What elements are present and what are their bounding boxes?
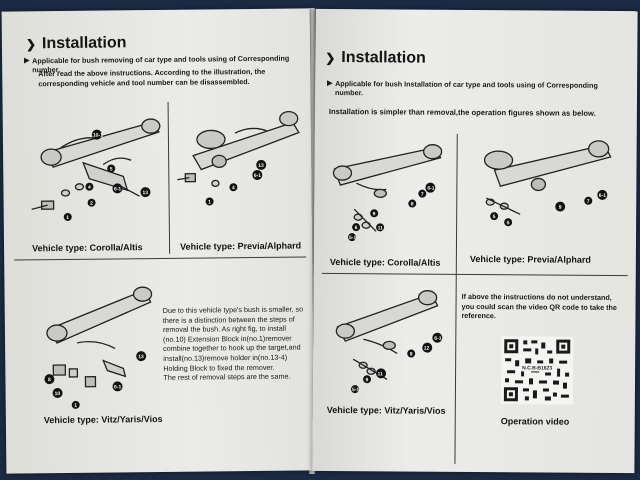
callout-marker [407,349,416,358]
diagram-previa-removal: 13 4 6-1 1 [177,110,300,206]
callout-number: 5-1 [352,387,359,393]
callout-number: 4 [232,185,235,191]
callout-number: 9 [366,377,369,383]
callout-number: 2 [90,201,93,207]
callout-number: 5 [507,220,510,226]
vehicle-label-corolla: Vehicle type: Corolla/Altis [32,242,143,254]
callout-number: 8 [410,352,413,358]
callout-marker [348,233,357,242]
qr-caption: Operation video [500,416,570,427]
diagram-corolla-removal: 10-1 5 4 2 1 6-1 13 [31,118,161,221]
callout-number: 6-1 [434,336,441,342]
page-title: ❯Installation [25,34,127,53]
callout-marker [432,332,443,343]
diagram-vitz-install: 6-1 12 8 11 9 5-1 [335,290,443,394]
callout-marker [52,388,63,399]
callout-number: 9 [373,211,376,217]
column-divider-lower [454,273,457,464]
vehicle-label-previa: Vehicle type: Previa/Alphard [469,253,591,265]
callout-number: 8 [411,202,414,208]
callout-marker [363,375,372,384]
vehicle-label-vitz: Vehicle type: Vitz/Yaris/Vios [326,404,446,416]
callout-number: 12 [424,346,430,352]
callout-number: 5 [493,214,496,220]
callout-marker [425,182,436,193]
vehicle-label-vitz: Vehicle type: Vitz/Yaris/Vios [43,413,163,426]
callout-marker [107,164,116,173]
callout-marker [252,169,263,180]
callout-marker [352,223,361,232]
intro-text: After read the above instructions. Accor… [38,66,266,88]
callout-number: 6-1 [254,173,262,179]
callout-marker [370,209,379,218]
callout-number: 13 [142,190,148,196]
callout-number: 11 [378,225,384,231]
diagram-corolla-install: 6-1 7 8 9 11 6 5-1 [332,144,443,242]
callout-number: 13 [258,163,264,169]
row-divider [321,272,628,277]
callout-marker [205,197,214,206]
callout-number: 10 [55,391,61,397]
callout-marker [490,212,499,221]
callout-marker [71,400,80,409]
callout-marker [44,374,55,385]
callout-number: 5 [110,166,113,172]
callout-number: 6 [355,225,358,231]
callout-marker [87,198,96,207]
callout-marker [91,129,102,140]
bullet-text: ▶Applicable for bush Installation of car… [327,79,598,98]
callout-number: 9 [559,205,562,211]
diagram-previa-install: 9 6-1 7 5 5 [483,140,612,227]
callout-marker [584,196,593,205]
callout-marker [229,183,238,192]
vehicle-label-previa: Vehicle type: Previa/Alphard [180,240,302,252]
callout-number: 1 [66,215,69,221]
left-page: ❯Installation ▶Applicable for bush remov… [1,8,315,474]
callout-number: 11 [378,371,384,377]
callout-marker [408,199,417,208]
callout-marker [136,351,147,362]
callout-number: 7 [587,199,590,205]
callout-marker [63,212,72,221]
callout-marker [112,183,123,194]
callout-number: 6-1 [599,193,606,199]
callouts: 10-1 5 4 2 1 6-1 13 [63,129,151,221]
qr-id-label: N.C.B-B1623 [522,365,553,372]
right-page: ❯Installation ▶Applicable for bush Insta… [312,8,638,474]
callout-number: 13 [138,354,144,360]
column-divider [455,133,458,274]
page-title: ❯Installation [325,49,426,67]
callout-marker [504,218,513,227]
callout-number: 6-1 [114,384,122,390]
callout-number: 6-1 [114,186,122,192]
row-divider [14,256,307,261]
diagram-vitz-removal: 8 10 1 6-1 13 [44,286,153,409]
callout-number: 5-1 [349,235,356,241]
callout-marker [85,182,94,191]
callout-marker [376,368,387,379]
qr-code[interactable] [500,336,574,405]
intro-text: Installation is simpler than removal,the… [328,106,596,118]
callout-marker [597,189,608,200]
callout-marker [256,159,267,170]
callout-marker [418,189,427,198]
callout-marker [422,342,433,353]
callout-number: 10-1 [93,133,103,139]
callout-number: 7 [421,192,424,198]
callout-marker [376,223,385,232]
vehicle-label-corolla: Vehicle type: Corolla/Altis [329,256,441,268]
qr-instructions: If above the instructions do not underst… [461,291,617,321]
callout-marker [555,201,566,212]
callout-number: 1 [74,403,77,409]
callout-marker [112,381,123,392]
callout-number: 6-1 [427,186,434,192]
callout-number: 4 [88,185,91,191]
column-divider [167,101,171,254]
callout-number: 8 [48,377,51,383]
callout-marker [350,385,359,394]
vitz-note: Due to this vehicle type's bush is small… [162,304,304,383]
callout-number: 1 [208,199,211,205]
callout-marker [140,187,151,198]
